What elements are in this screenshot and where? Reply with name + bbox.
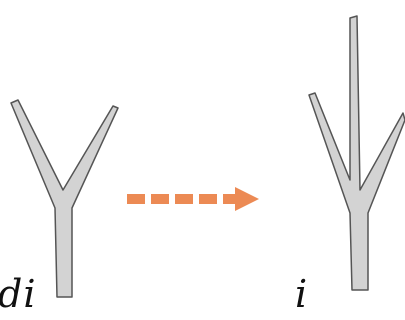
- arrow-head: [235, 187, 259, 211]
- three-branch-stem: [309, 16, 405, 290]
- arrow-dash-3: [175, 194, 193, 204]
- arrow-dash-5: [223, 194, 235, 204]
- arrow-dash-1: [127, 194, 145, 204]
- left-caption-fragment: di: [0, 272, 36, 316]
- two-branch-stem-shape: [11, 100, 118, 297]
- two-branch-stem: [11, 100, 118, 297]
- arrow-dash-4: [199, 194, 217, 204]
- arrow-dash-2: [151, 194, 169, 204]
- three-branch-stem-shape: [309, 16, 405, 290]
- right-caption-fragment: i: [295, 272, 308, 316]
- transition-arrow: [127, 187, 259, 211]
